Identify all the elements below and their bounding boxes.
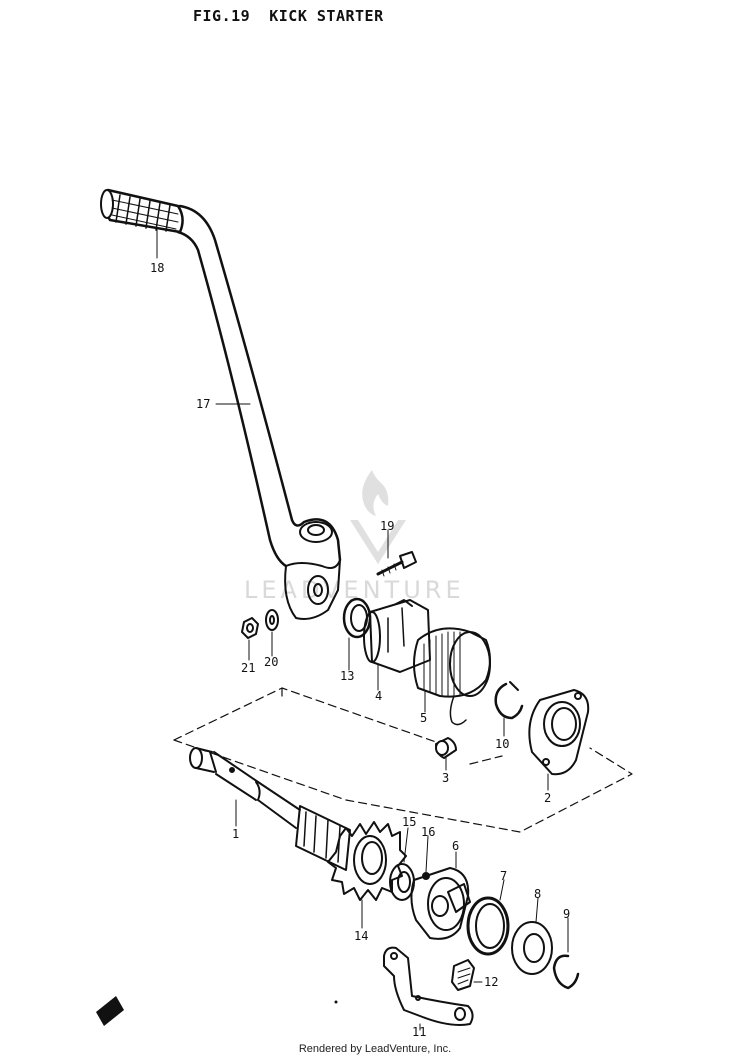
callout-11: 11 [412,1025,426,1039]
guide-housing-part-2 [528,689,590,776]
callout-numbers: 18 17 19 21 20 13 4 5 10 3 2 1 15 16 6 7… [150,261,570,1039]
callout-10: 10 [495,737,509,751]
dot-mark [334,1000,338,1004]
callout-20: 20 [264,655,278,669]
callout-12: 12 [484,975,498,989]
callout-5: 5 [420,711,427,725]
kick-grip-part-18 [100,188,184,234]
washer-part-15 [389,863,415,901]
washer-part-8 [511,921,553,975]
pin-part-3 [435,737,457,759]
callout-1: 1 [232,827,239,841]
callout-15: 15 [402,815,416,829]
callout-16: 16 [421,825,435,839]
circlip-part-9 [552,954,580,990]
callout-18: 18 [150,261,164,275]
circlip-part-10 [494,681,524,720]
callout-14: 14 [354,929,368,943]
callout-21: 21 [241,661,255,675]
callout-2: 2 [544,791,551,805]
kick-lever-part-17 [176,204,342,620]
ratchet-part-6 [410,867,471,940]
figure-number: FIG.19 [193,7,251,25]
corner-mark [96,996,124,1026]
callout-3: 3 [442,771,449,785]
callout-9: 9 [563,907,570,921]
callout-19: 19 [380,519,394,533]
assembly-dashed-lines [173,687,633,833]
leader-lines [156,227,569,1031]
leadventure-watermark: LEADVENTURE [244,470,461,604]
bolt-part-12 [451,959,475,991]
figure-title: FIG.19 KICK STARTER [193,7,384,25]
callout-6: 6 [452,839,459,853]
washer-part-20 [265,609,279,631]
spring-guide-part-4 [363,599,431,673]
footer-credit: Rendered by LeadVenture, Inc. [298,1043,452,1055]
nut-part-21 [241,617,259,639]
kick-shaft-part-1 [189,747,351,871]
ratchet-spring-part-7 [466,896,510,956]
figure-name: KICK STARTER [269,7,384,25]
kick-gear-part-14 [327,821,407,901]
callout-13: 13 [340,669,354,683]
callout-17: 17 [196,397,210,411]
callout-4: 4 [375,689,382,703]
return-spring-part-5 [413,627,491,726]
callout-8: 8 [534,887,541,901]
bolt-part-19 [376,551,417,577]
guide-plate-part-11 [383,946,474,1026]
callout-7: 7 [500,869,507,883]
